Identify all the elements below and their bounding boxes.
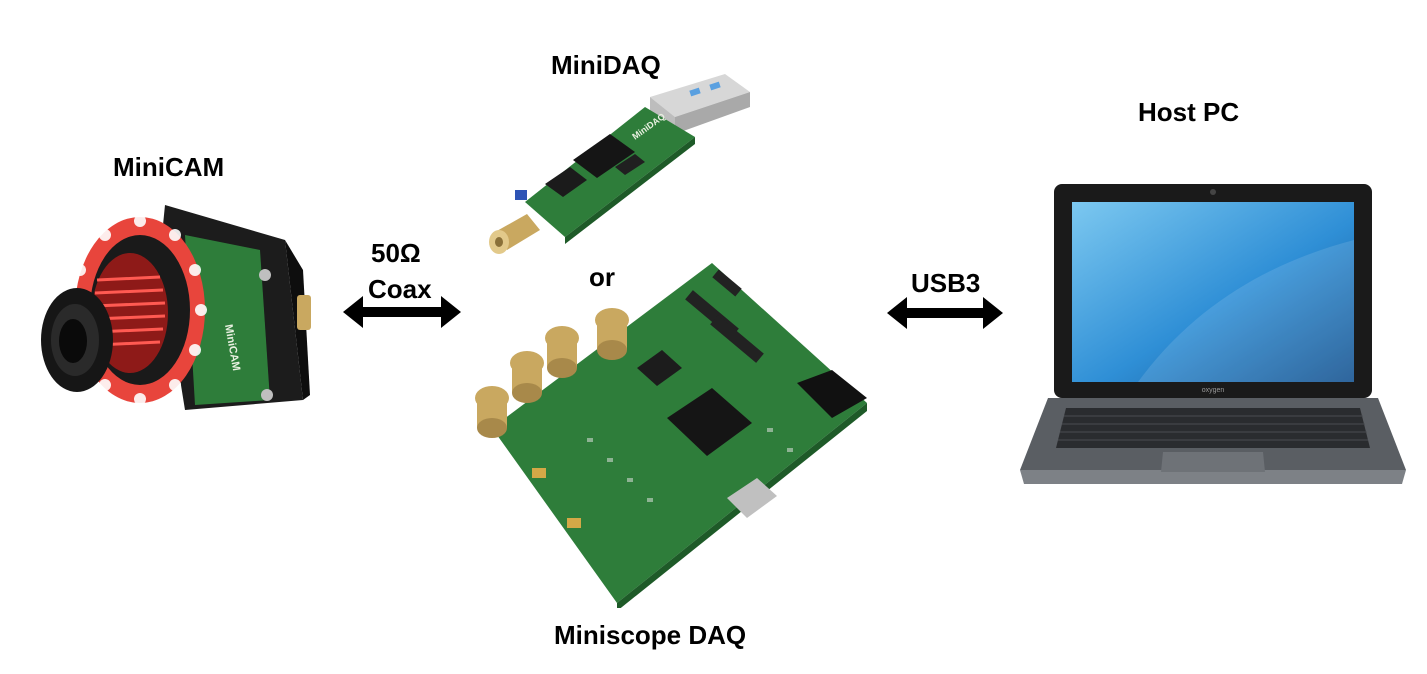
host-pc-laptop-image: oxygen — [1018, 180, 1408, 492]
or-label: or — [589, 262, 615, 292]
coax-label-bottom: Coax — [368, 274, 432, 304]
minicam-camera-image: MiniCAM — [35, 195, 320, 425]
laptop-brand-text: oxygen — [1202, 387, 1225, 394]
minicam-label: MiniCAM — [113, 152, 225, 182]
coax-label-top: 50Ω — [371, 238, 421, 268]
miniscope-daq-label: Miniscope DAQ — [554, 620, 747, 650]
usb3-label: USB3 — [911, 268, 981, 298]
host-pc-label: Host PC — [1138, 97, 1240, 127]
minidaq-usb-stick-image: MiniDAQ — [485, 72, 755, 257]
miniscope-daq-board-image — [467, 258, 872, 608]
minidaq-label: MiniDAQ — [551, 50, 661, 80]
usb3-double-arrow — [887, 296, 1003, 330]
coax-double-arrow — [343, 294, 461, 330]
